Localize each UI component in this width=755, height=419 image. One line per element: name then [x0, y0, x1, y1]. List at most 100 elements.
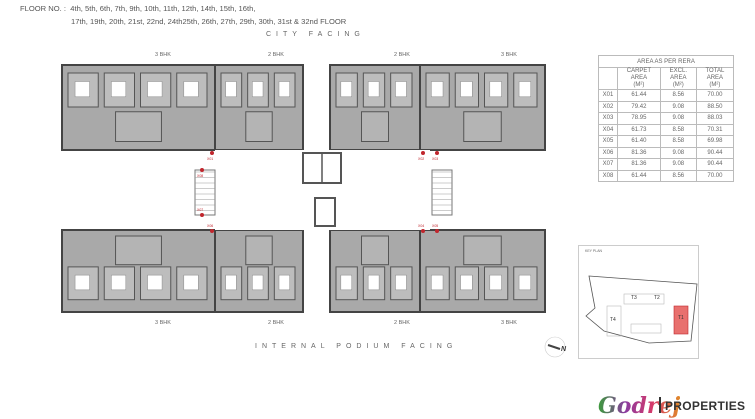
furniture-bed [460, 81, 473, 98]
tower-t1-highlight [673, 305, 689, 335]
tower-label: T1 [678, 315, 684, 321]
table-cell: 69.98 [695, 135, 735, 148]
apartment-unit [329, 64, 421, 151]
table-cell: X03 [598, 112, 618, 125]
furniture-bed [183, 81, 199, 98]
table-cell: 9.08 [659, 146, 697, 159]
table-cell: 8.56 [659, 89, 697, 102]
apartment-unit [61, 229, 216, 313]
table-cell: 70.31 [695, 123, 735, 136]
entrance-marker-icon [200, 168, 204, 172]
rera-area-table: AREA AS PER RERA CARPET AREA(M²) EXCL. A… [598, 55, 735, 182]
furniture-bed [252, 274, 264, 291]
furniture-bed [225, 81, 237, 98]
table-cell: X04 [598, 123, 618, 136]
entrance-marker-icon [210, 229, 214, 233]
table-cell: 81.36 [617, 146, 661, 159]
unit-type-label: 2 BHK [268, 52, 284, 58]
key-plan-site [585, 275, 698, 344]
table-cell: X06 [598, 146, 618, 159]
entrance-marker-icon [210, 151, 214, 155]
unit-type-label: 2 BHK [394, 52, 410, 58]
furniture-bed [252, 81, 264, 98]
service-lift [314, 197, 336, 227]
tower-label: T2 [654, 295, 660, 301]
furniture-bed [111, 274, 127, 291]
unit-marker-label: X06 [207, 224, 213, 228]
furniture-bed [489, 81, 502, 98]
furniture-bed [74, 81, 90, 98]
table-title: AREA AS PER RERA [598, 55, 734, 68]
entrance-marker-icon [421, 151, 425, 155]
furniture-bed [340, 274, 353, 291]
entrance-marker-icon [435, 151, 439, 155]
table-cell: 90.44 [695, 146, 735, 159]
unit-type-label: 3 BHK [501, 52, 517, 58]
table-cell: 61.44 [617, 169, 661, 182]
entrance-marker-icon [435, 229, 439, 233]
unit-type-label: 3 BHK [155, 320, 171, 326]
key-plan: KEY PLAN T1 T2 T3 T4 [578, 245, 699, 359]
furniture-bed [111, 81, 127, 98]
table-cell: X07 [598, 158, 618, 171]
unit-type-label: 2 BHK [268, 320, 284, 326]
table-cell: 8.58 [659, 123, 697, 136]
furniture-bed [367, 274, 380, 291]
furniture-bed [395, 81, 407, 98]
entrance-marker-icon [200, 213, 204, 217]
logo-divider [659, 397, 661, 413]
podium-facing-label: INTERNAL PODIUM FACING [255, 343, 458, 350]
table-cell: 81.36 [617, 158, 661, 171]
floor-numbers: FLOOR NO. : 4th, 5th, 6th, 7th, 9th, 10t… [20, 4, 255, 13]
unit-type-label: 3 BHK [155, 52, 171, 58]
furniture-bed [460, 274, 473, 291]
table-cell: 78.95 [617, 112, 661, 125]
furniture-bed [74, 274, 90, 291]
floor-list-line1: 4th, 5th, 6th, 7th, 9th, 10th, 11th, 12t… [70, 4, 256, 13]
furniture-bed [225, 274, 237, 291]
floor-label: FLOOR NO. : [20, 4, 66, 13]
table-cell: 8.58 [659, 135, 697, 148]
apartment-unit [214, 229, 304, 313]
unit-marker-label: X07 [197, 208, 203, 212]
floor-list-line2: 17th, 19th, 20th, 21st, 22nd, 24th25th, … [71, 17, 347, 26]
table-cell: 70.00 [695, 89, 735, 102]
apartment-unit [419, 229, 546, 313]
tower-label: T4 [610, 317, 616, 323]
furniture-bed [367, 81, 380, 98]
furniture-bed [395, 274, 407, 291]
table-cell: 61.73 [617, 123, 661, 136]
table-cell: 9.08 [659, 112, 697, 125]
furniture-bed [489, 274, 502, 291]
furniture-bed [518, 274, 532, 291]
key-plan-title: KEY PLAN [585, 249, 603, 253]
table-cell: 61.44 [617, 89, 661, 102]
column-header: EXCL. AREA(M²) [659, 67, 697, 90]
unit-marker-label: X05 [432, 224, 438, 228]
furniture-bed [147, 81, 163, 98]
staircase-left [194, 169, 216, 216]
furniture-bed [278, 81, 290, 98]
table-cell: 61.40 [617, 135, 661, 148]
apartment-unit [214, 64, 304, 151]
north-label: N [561, 346, 567, 353]
table-cell: 9.08 [659, 100, 697, 113]
unit-type-label: 2 BHK [394, 320, 410, 326]
unit-type-label: 3 BHK [501, 320, 517, 326]
unit-marker-label: X02 [418, 157, 424, 161]
column-header: TOTAL AREA(M²) [695, 67, 735, 90]
apartment-unit [61, 64, 216, 151]
table-cell: X01 [598, 89, 618, 102]
table-cell: 90.44 [695, 158, 735, 171]
city-facing-label: CITY FACING [266, 31, 365, 38]
staircase-right [431, 169, 453, 216]
furniture-bed [278, 274, 290, 291]
furniture-bed [340, 81, 353, 98]
table-cell: 8.56 [659, 169, 697, 182]
